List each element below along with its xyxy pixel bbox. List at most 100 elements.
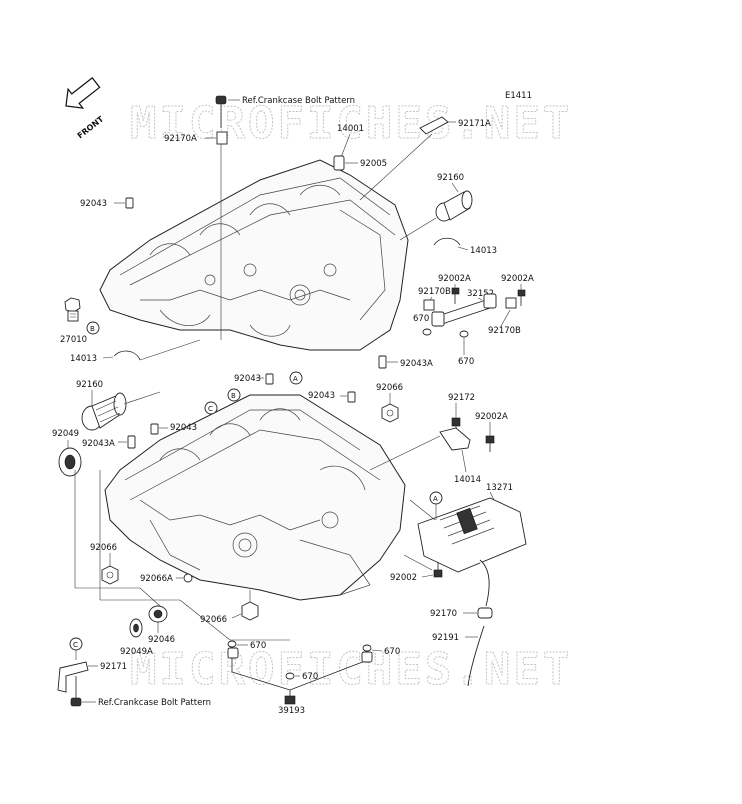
part-92002A-bolt-3 xyxy=(485,435,495,452)
part-670-bottom-3 xyxy=(285,672,295,680)
part-92043-left-lower xyxy=(150,423,159,435)
label-670-right-1: 670 xyxy=(413,314,429,324)
label-92049A: 92049A xyxy=(120,647,153,657)
part-92005 xyxy=(333,155,345,171)
label-92160-left: 92160 xyxy=(76,380,103,390)
lower-crankcase xyxy=(104,394,406,601)
part-92049A-seal xyxy=(129,618,143,638)
part-92170B-2 xyxy=(505,297,517,309)
callout-a-upper-label: A xyxy=(293,375,298,383)
label-14014: 14014 xyxy=(454,475,481,485)
label-92170B-2: 92170B xyxy=(488,326,521,336)
front-label: FRONT xyxy=(76,114,106,140)
label-32152: 32152 xyxy=(467,289,494,299)
part-92043-upper xyxy=(125,197,134,209)
label-92005: 92005 xyxy=(360,159,387,169)
callout-c-lower xyxy=(204,401,218,415)
part-32152-pipe xyxy=(431,293,497,327)
part-92170 xyxy=(477,607,493,619)
callout-a-upper xyxy=(289,371,303,385)
part-92043A-left xyxy=(127,435,136,449)
part-27010 xyxy=(64,297,81,322)
label-92046: 92046 xyxy=(148,635,175,645)
part-92160-upper xyxy=(435,190,473,222)
part-92043-right xyxy=(347,391,356,403)
part-92049-seal xyxy=(58,447,82,477)
upper-crankcase xyxy=(99,159,409,351)
label-92160-upper: 92160 xyxy=(437,173,464,183)
part-14013-left xyxy=(113,350,141,361)
part-670-bottom-2 xyxy=(362,644,372,652)
part-92066A xyxy=(183,573,193,583)
part-92066-right xyxy=(381,403,399,423)
label-670-bottom-1: 670 xyxy=(250,641,266,651)
part-strainer-pipe xyxy=(479,559,490,607)
callout-b-lower-label: B xyxy=(231,392,236,400)
label-92170A: 92170A xyxy=(164,134,197,144)
label-92049: 92049 xyxy=(52,429,79,439)
part-670-bottom-1 xyxy=(227,640,237,648)
callout-b-left xyxy=(86,321,100,335)
ref-bolt-top xyxy=(215,95,227,128)
label-670-bottom-3: 670 xyxy=(302,672,318,682)
label-27010: 27010 xyxy=(60,335,87,345)
part-14013-upper xyxy=(433,237,461,246)
label-92002A-2: 92002A xyxy=(501,274,534,284)
callout-b-left-label: B xyxy=(90,325,95,333)
label-92172: 92172 xyxy=(448,393,475,403)
watermark-bottom: MICROFICHES.NET xyxy=(130,644,572,695)
label-92043A-left: 92043A xyxy=(82,439,115,449)
label-14013-upper: 14013 xyxy=(470,246,497,256)
label-92171A: 92171A xyxy=(458,119,491,129)
part-92002A-bolt-1 xyxy=(451,287,460,304)
part-92043A-upper xyxy=(378,355,387,369)
label-92066A: 92066A xyxy=(140,574,173,584)
label-92170: 92170 xyxy=(430,609,457,619)
label-92043A-upper: 92043A xyxy=(400,359,433,369)
label-92043-mid: 92043 xyxy=(234,374,261,384)
part-39193-oil-pipe xyxy=(227,647,373,705)
label-92002: 92002 xyxy=(390,573,417,583)
part-92160-left xyxy=(81,392,127,431)
label-92066-left: 92066 xyxy=(90,543,117,553)
front-arrow-icon xyxy=(65,77,101,109)
label-92191: 92191 xyxy=(432,633,459,643)
callout-b-lower xyxy=(227,388,241,402)
ref-note-bottom: Ref.Crankcase Bolt Pattern xyxy=(98,698,211,708)
label-92043-left-lower: 92043 xyxy=(170,423,197,433)
part-92066-bottom xyxy=(241,601,259,621)
label-670-right-2: 670 xyxy=(458,357,474,367)
part-92171-bracket xyxy=(57,661,89,693)
callout-c-lower-label: C xyxy=(208,405,213,413)
label-92043-upper: 92043 xyxy=(80,199,107,209)
part-92170A xyxy=(216,131,228,145)
label-92043-right: 92043 xyxy=(308,391,335,401)
part-92170B-1 xyxy=(423,299,435,311)
label-670-bottom-2: 670 xyxy=(384,647,400,657)
label-92066-bottom: 92066 xyxy=(200,615,227,625)
part-14014 xyxy=(439,427,471,451)
part-92043-mid xyxy=(265,373,274,385)
part-92066-left xyxy=(101,565,119,585)
part-92002A-bolt-2 xyxy=(517,289,526,306)
watermark-top: MICROFICHES.NET xyxy=(130,98,572,149)
label-92170B-1: 92170B xyxy=(418,287,451,297)
label-92171: 92171 xyxy=(100,662,127,672)
label-14001: 14001 xyxy=(337,124,364,134)
part-670-right-2 xyxy=(459,330,469,338)
ref-bolt-bottom xyxy=(70,676,82,707)
callout-c-bottom-label: C xyxy=(73,641,78,649)
part-92046-bearing xyxy=(148,605,168,623)
part-92002-bolt xyxy=(433,562,443,578)
part-670-right-1 xyxy=(422,328,432,336)
label-39193: 39193 xyxy=(278,706,305,716)
label-92002A-1: 92002A xyxy=(438,274,471,284)
callout-a-right-label: A xyxy=(433,495,438,503)
label-92066-right: 92066 xyxy=(376,383,403,393)
ref-note-top: Ref.Crankcase Bolt Pattern xyxy=(242,96,355,106)
label-92002A-3: 92002A xyxy=(475,412,508,422)
diagram-code: E1411 xyxy=(505,91,532,101)
part-92191-hose xyxy=(467,625,485,687)
